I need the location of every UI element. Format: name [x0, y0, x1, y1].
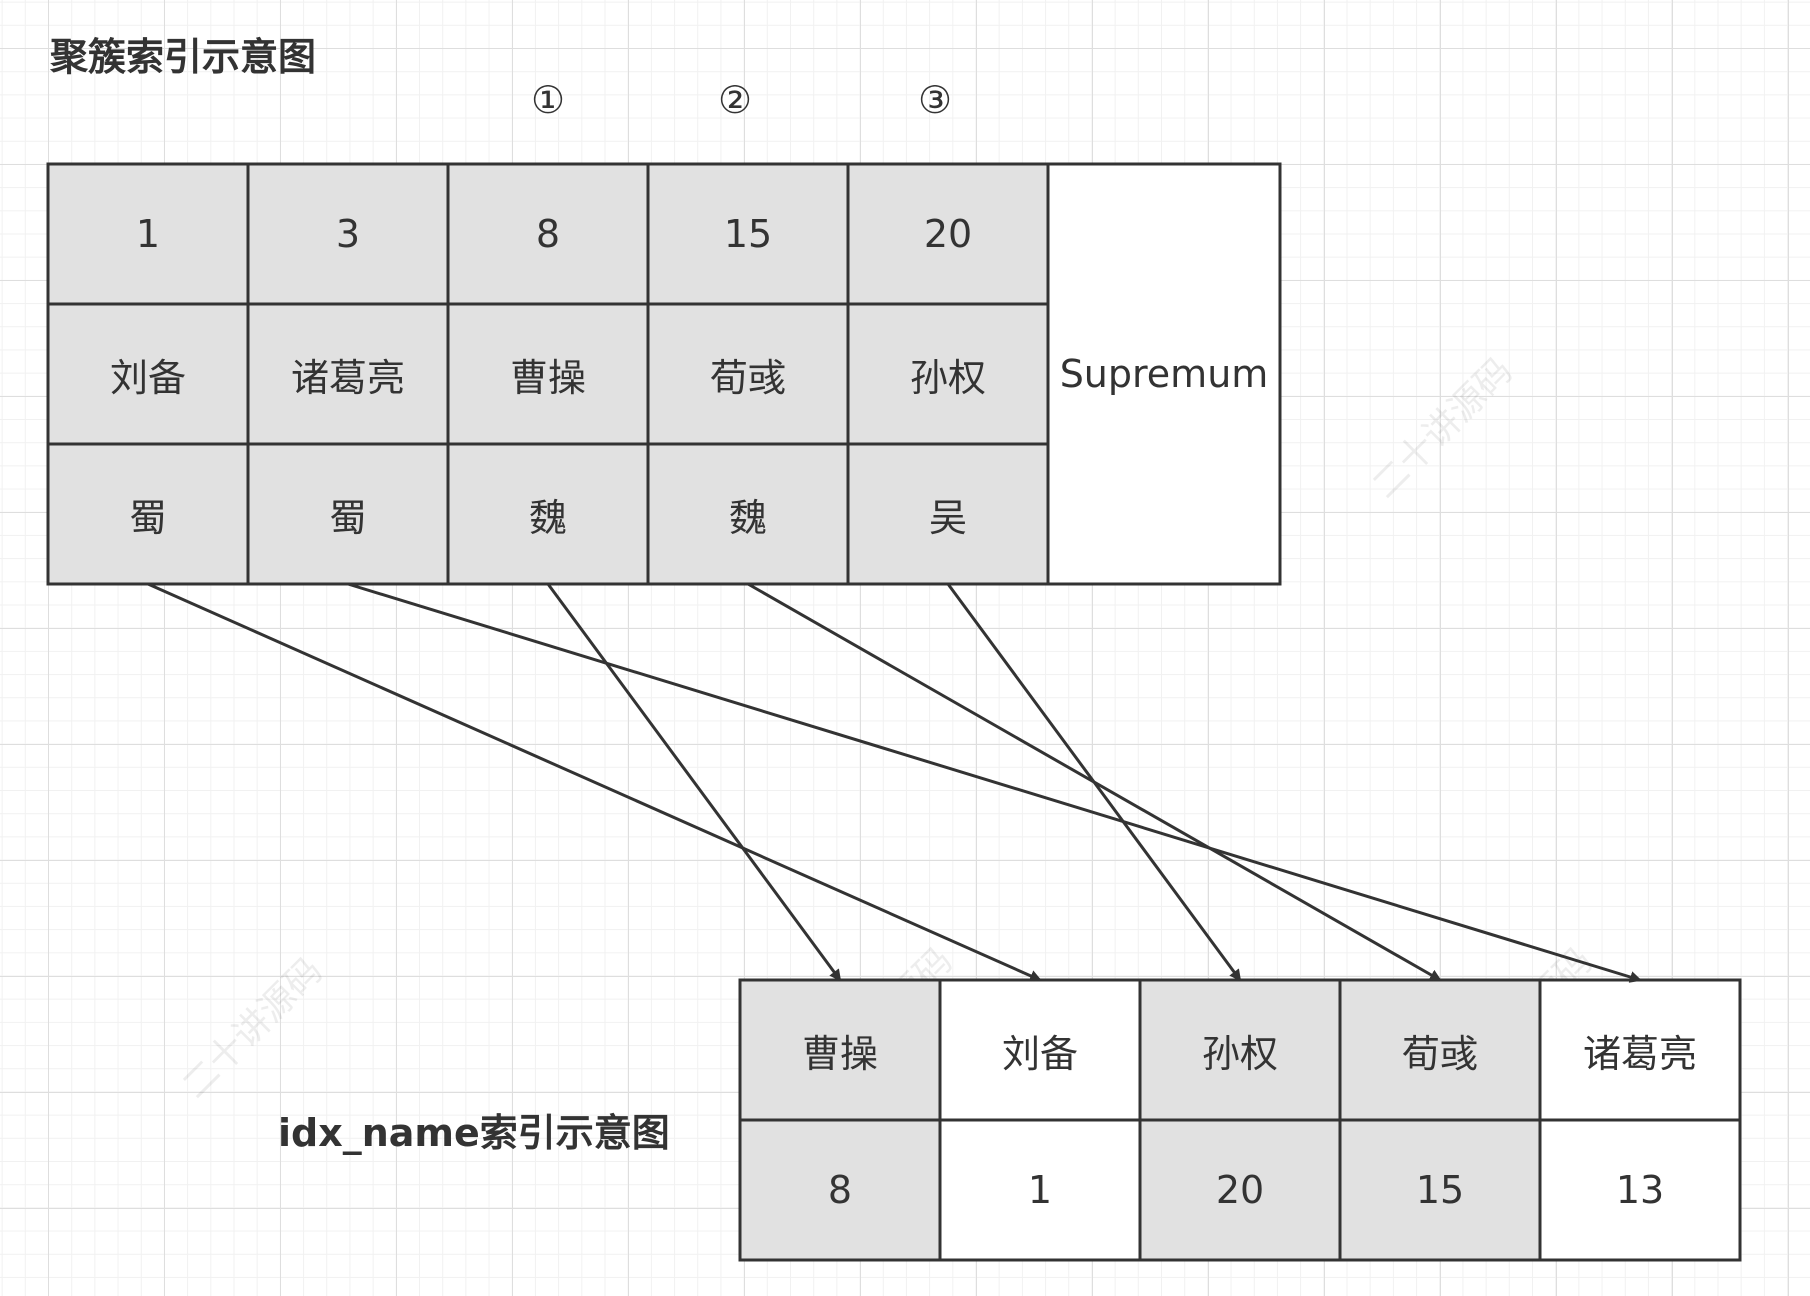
record-id-cell: 8 [448, 164, 648, 304]
record-name-cell: 诸葛亮 [248, 304, 448, 444]
entry-id-cell: 1 [940, 1120, 1140, 1260]
entry-name-cell: 曹操 [740, 980, 940, 1120]
marker-1: ① [530, 78, 566, 122]
record-name-cell: 荀彧 [648, 304, 848, 444]
entry-id-cell: 15 [1340, 1120, 1540, 1260]
entry-id-cell: 8 [740, 1120, 940, 1260]
record-country-cell: 吴 [848, 444, 1048, 584]
record-country-cell: 魏 [648, 444, 848, 584]
record-id-cell: 20 [848, 164, 1048, 304]
marker-2: ② [717, 78, 753, 122]
entry-id-cell: 13 [1540, 1120, 1740, 1260]
record-id-cell: 1 [48, 164, 248, 304]
record-id-cell: 3 [248, 164, 448, 304]
record-name-cell: 孙权 [848, 304, 1048, 444]
record-country-cell: 蜀 [248, 444, 448, 584]
record-country-cell: 魏 [448, 444, 648, 584]
link-arrow [946, 583, 1242, 982]
record-country-cell: 蜀 [48, 444, 248, 584]
link-arrow [347, 582, 1642, 983]
record-id-cell: 15 [648, 164, 848, 304]
entry-id-cell: 20 [1140, 1120, 1340, 1260]
entry-name-cell: 刘备 [940, 980, 1140, 1120]
clustered-table-border [46, 162, 1282, 586]
secondary-index-title: idx_name索引示意图 [278, 1111, 670, 1155]
entry-name-cell: 荀彧 [1340, 980, 1540, 1120]
supremum-cell: Supremum [1048, 164, 1280, 584]
entry-name-cell: 孙权 [1140, 980, 1340, 1120]
link-arrow [546, 583, 842, 982]
link-arrow [147, 582, 1042, 982]
record-name-cell: 刘备 [48, 304, 248, 444]
clustered-index-title: 聚簇索引示意图 [50, 35, 317, 79]
marker-3: ③ [917, 78, 953, 122]
record-name-cell: 曹操 [448, 304, 648, 444]
entry-name-cell: 诸葛亮 [1540, 980, 1740, 1120]
